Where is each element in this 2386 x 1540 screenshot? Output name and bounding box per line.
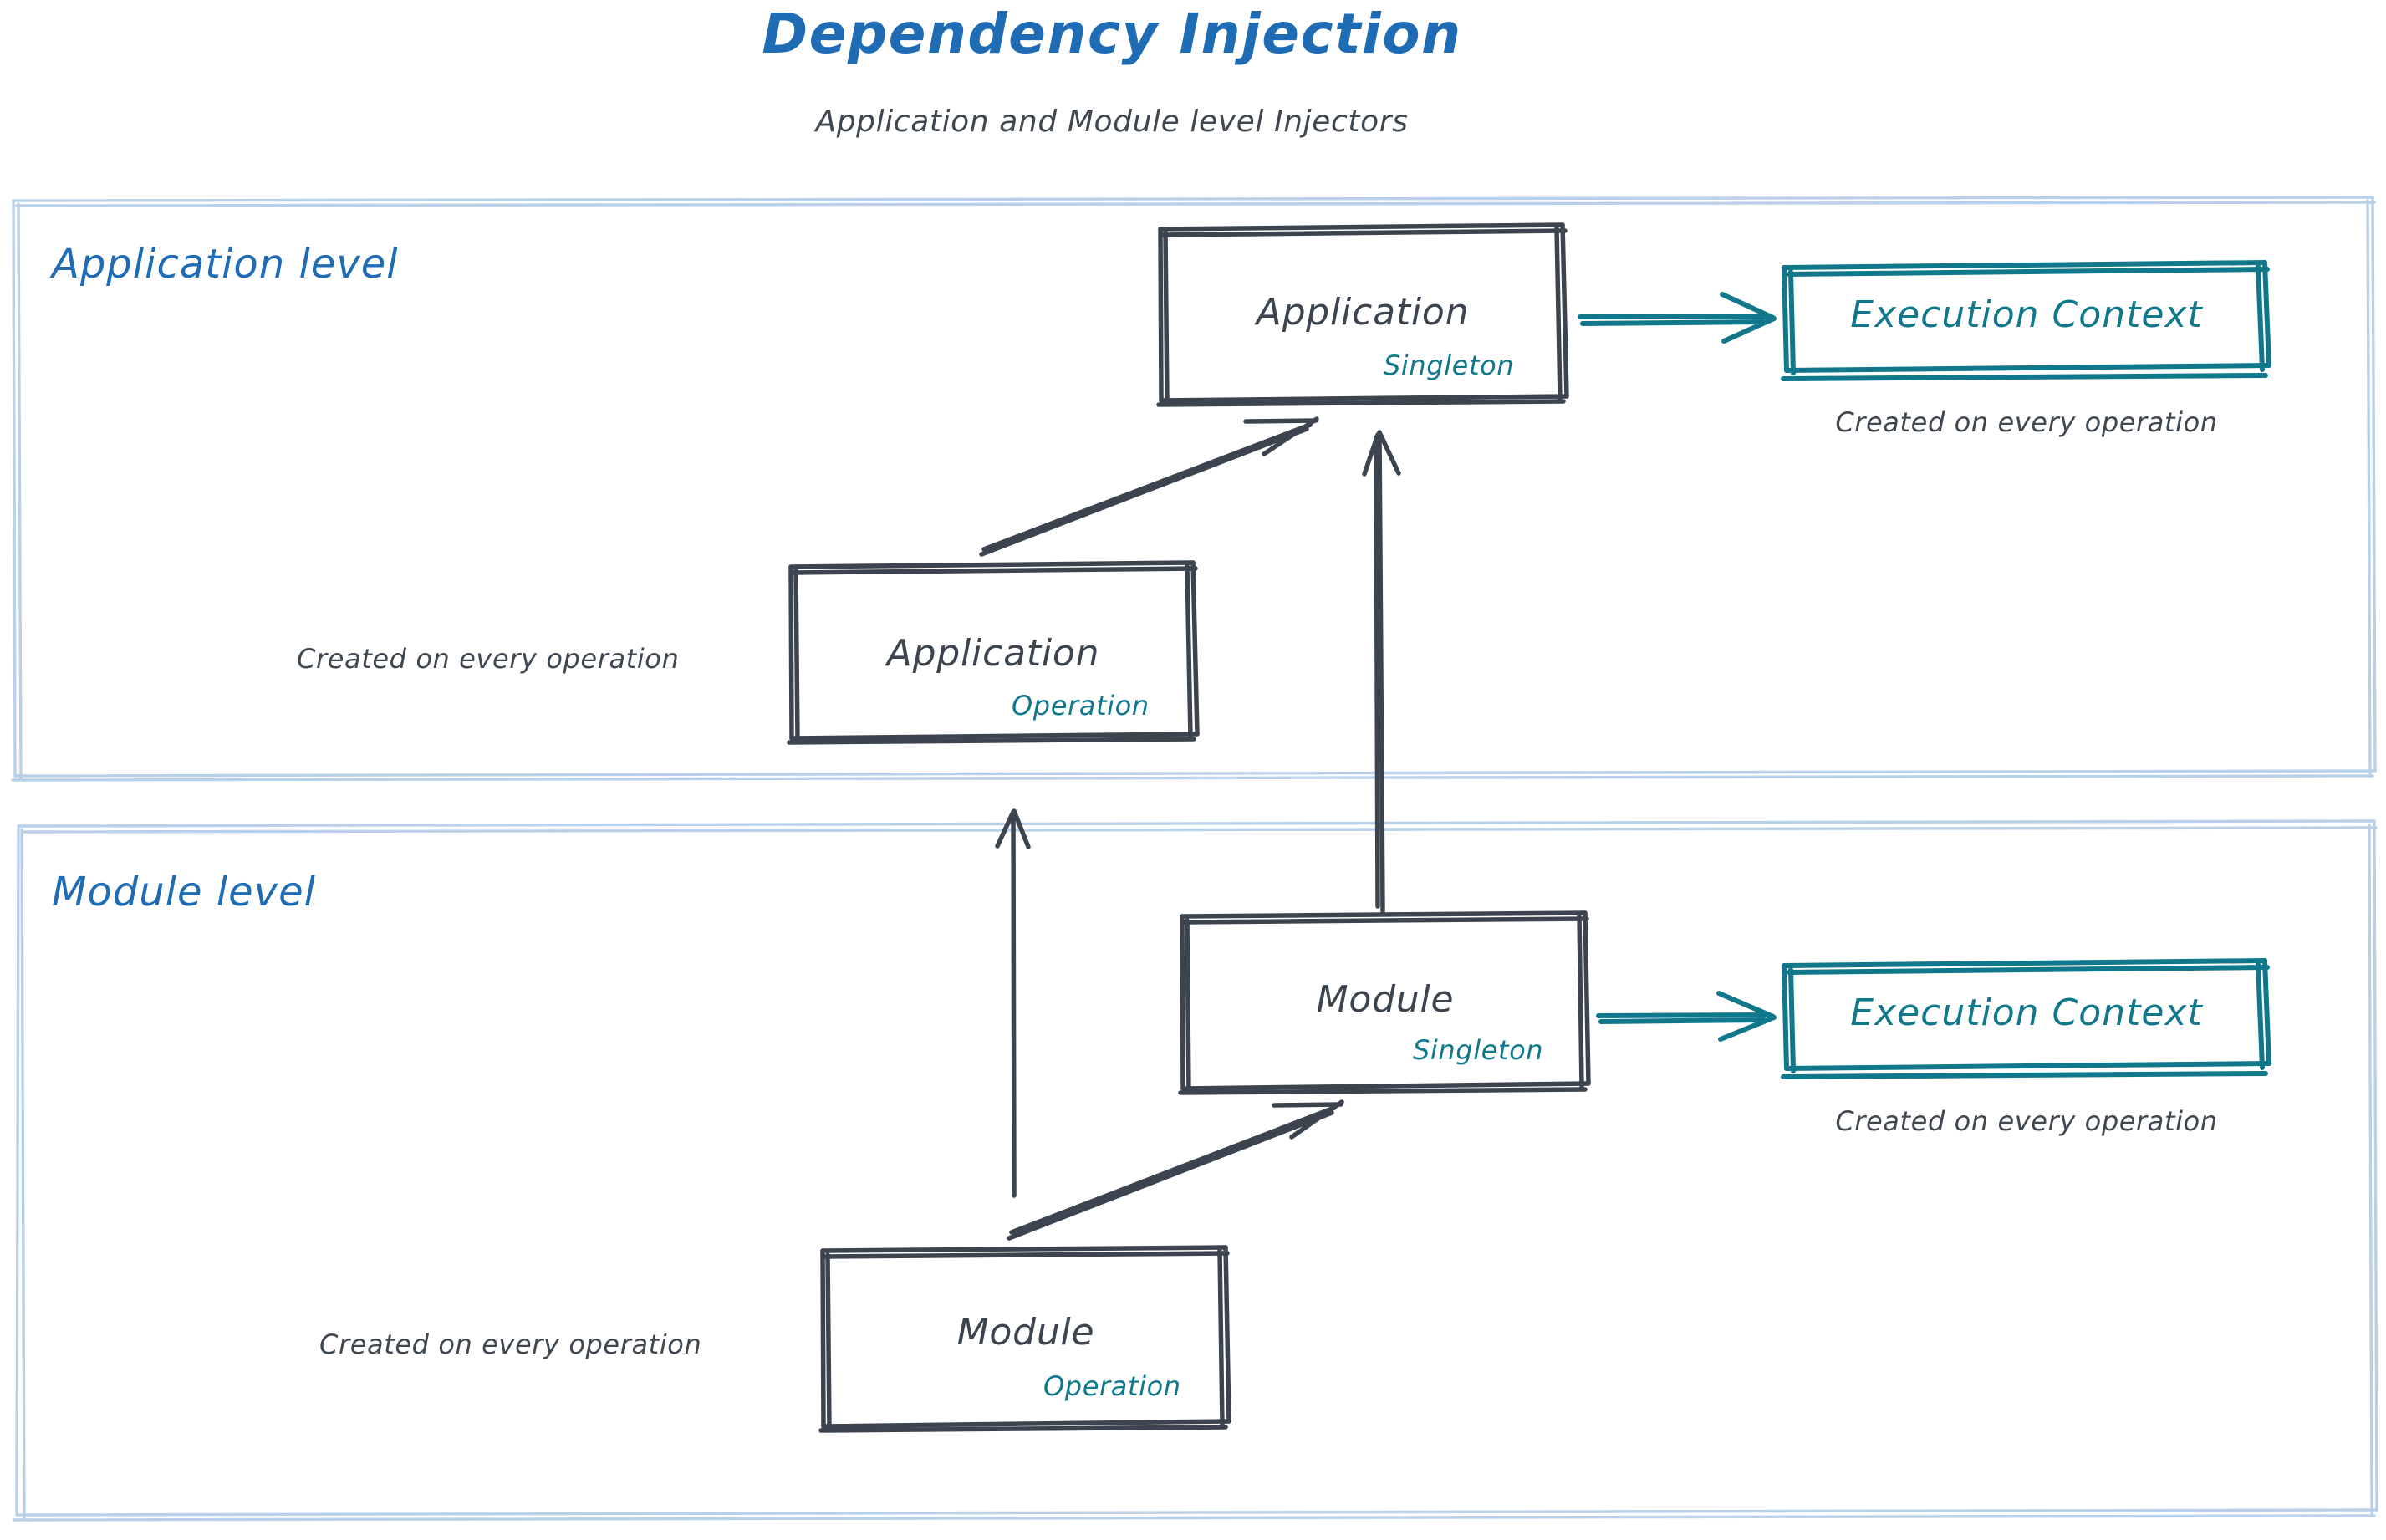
- note-execution-context-module: Created on every operation: [1835, 1105, 2218, 1137]
- edge-module-operation-to-application-level: [995, 808, 1031, 1198]
- container-label-application-level: Application level: [52, 241, 399, 288]
- node-application-operation-title: Application: [886, 632, 1100, 675]
- node-application-singleton-scope: Singleton: [1384, 349, 1515, 381]
- execution-context-module-border: [1781, 958, 2271, 1079]
- container-label-module-level: Module level: [52, 869, 316, 915]
- node-module-singleton-title: Module: [1316, 978, 1455, 1021]
- node-module-singleton-border: [1178, 910, 1591, 1095]
- note-application-operation: Created on every operation: [297, 643, 680, 675]
- node-application-singleton-border: [1156, 222, 1569, 407]
- edge-app-operation-to-app-singleton: [979, 416, 1319, 557]
- execution-context-application-border: [1781, 260, 2271, 381]
- note-execution-context-application: Created on every operation: [1835, 406, 2218, 438]
- node-module-operation-scope: Operation: [1043, 1370, 1181, 1402]
- page-subtitle: Application and Module level Injectors: [815, 105, 1409, 139]
- edge-module-singleton-to-execution-context: [1596, 991, 1777, 1042]
- page-title: Dependency Injection: [762, 2, 1462, 66]
- execution-context-application-label: Execution Context: [1850, 293, 2203, 336]
- node-application-singleton-title: Application: [1256, 291, 1470, 334]
- node-application-operation-border: [787, 560, 1200, 745]
- edge-app-singleton-to-execution-context: [1578, 292, 1777, 344]
- node-module-operation-title: Module: [956, 1311, 1095, 1354]
- edge-module-operation-to-module-singleton: [1007, 1099, 1344, 1241]
- node-application-operation-scope: Operation: [1012, 690, 1150, 722]
- note-module-operation: Created on every operation: [319, 1328, 702, 1360]
- container-module-level-border: [13, 819, 2378, 1522]
- node-module-operation-border: [818, 1245, 1231, 1433]
- edge-module-singleton-to-app-singleton: [1362, 430, 1401, 914]
- execution-context-module-label: Execution Context: [1850, 992, 2203, 1034]
- container-application-level-border: [11, 196, 2377, 782]
- node-module-singleton-scope: Singleton: [1413, 1034, 1544, 1066]
